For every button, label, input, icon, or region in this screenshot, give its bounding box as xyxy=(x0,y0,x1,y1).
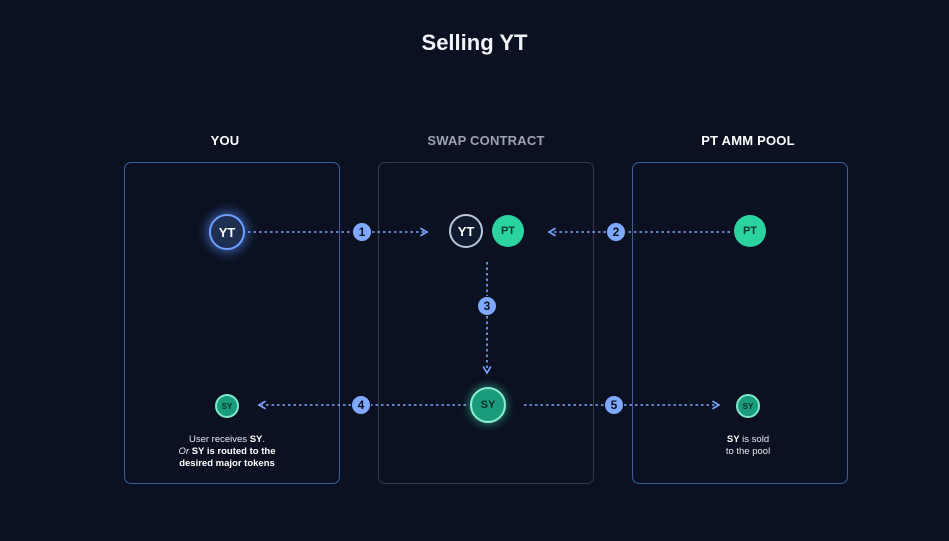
caption-you-period: . xyxy=(262,434,266,445)
pt-token-swap: PT xyxy=(492,215,524,247)
panel-swap-contract xyxy=(378,162,594,484)
pt-token-pool: PT xyxy=(734,215,766,247)
caption-pool: SY is sold to the pool xyxy=(698,434,798,458)
step-4-badge: 4 xyxy=(352,396,370,414)
sy-token-you: SY xyxy=(215,394,239,418)
column-title-pt-amm-pool: PT AMM POOL xyxy=(701,133,795,148)
yt-token-swap: YT xyxy=(449,214,483,248)
caption-you-sy: SY xyxy=(249,434,263,445)
panel-pt-amm-pool xyxy=(632,162,848,484)
yt-token-you: YT xyxy=(209,214,245,250)
step-2-badge: 2 xyxy=(607,223,625,241)
step-1-badge: 1 xyxy=(353,223,371,241)
caption-pool-sy: SY xyxy=(726,434,740,445)
caption-pool-line-1: SY is sold xyxy=(698,434,798,446)
caption-you-routed: is routed to the xyxy=(204,446,276,457)
caption-you: User receives SY. Or SY is routed to the… xyxy=(150,434,304,470)
arrowhead-4 xyxy=(257,400,266,410)
arrowhead-3 xyxy=(482,366,492,375)
caption-you-line-2: Or SY is routed to the xyxy=(150,446,304,458)
step-3-badge: 3 xyxy=(478,297,496,315)
caption-pool-line-2: to the pool xyxy=(725,446,771,457)
caption-you-text: User receives xyxy=(188,434,250,445)
arrowhead-2 xyxy=(547,227,556,237)
caption-you-or: Or xyxy=(178,446,192,457)
caption-you-line-3: desired major tokens xyxy=(150,458,304,470)
panel-you xyxy=(124,162,340,484)
arrowhead-5 xyxy=(712,400,721,410)
sy-token-pool: SY xyxy=(736,394,760,418)
arrowhead-1 xyxy=(420,227,429,237)
caption-you-sy-2: SY xyxy=(191,446,205,457)
diagram-title: Selling YT xyxy=(421,30,528,55)
column-title-you: YOU xyxy=(210,133,240,148)
caption-pool-sold: is sold xyxy=(739,434,770,445)
column-title-swap-contract: SWAP CONTRACT xyxy=(427,133,545,148)
sy-token-swap: SY xyxy=(470,387,506,423)
step-5-badge: 5 xyxy=(605,396,623,414)
caption-you-line-1: User receives SY. xyxy=(150,434,304,446)
caption-you-major-tokens: desired major tokens xyxy=(179,458,275,469)
